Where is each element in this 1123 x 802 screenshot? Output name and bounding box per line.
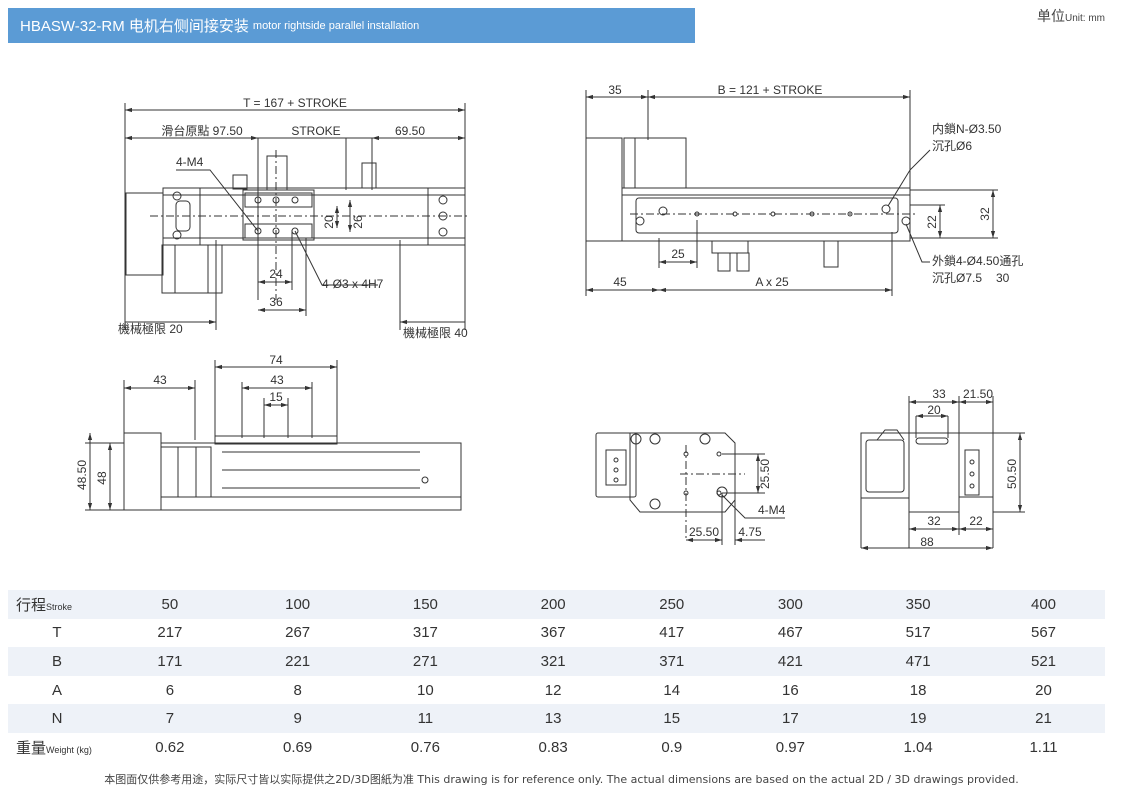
- title-bar: HBASW-32-RM 电机右侧间接安装 motor rightside par…: [8, 8, 695, 43]
- table-row-b: B 171 221 271 321 371 421 471 521: [8, 647, 1105, 676]
- dim-43-carriage: 43: [270, 373, 284, 387]
- dim-20-top: 20: [322, 215, 336, 229]
- dim-26-top: 26: [351, 215, 365, 229]
- dim-50-50: 50.50: [1005, 459, 1019, 489]
- dim-25-50-h: 25.50: [689, 525, 719, 539]
- dim-33: 33: [932, 387, 946, 401]
- dim-48: 48: [95, 471, 109, 485]
- dim-36: 36: [269, 295, 283, 309]
- dim-stroke: STROKE: [291, 124, 340, 138]
- dim-21-50: 21.50: [963, 387, 993, 401]
- end-view-middle-labels: 25.50 4-M4 25.50 4.75: [689, 459, 786, 539]
- page-title: HBASW-32-RM 电机右侧间接安装: [20, 18, 249, 35]
- dim-15: 15: [269, 390, 283, 404]
- dim-45: 45: [613, 275, 627, 289]
- front-view-labels: 74 43 15 43 48.50 48: [75, 353, 284, 490]
- dim-25: 25: [671, 247, 685, 261]
- spec-table: 行程Stroke 50 100 150 200 250 300 350 400 …: [8, 590, 1105, 762]
- row-label-b: B: [8, 647, 106, 676]
- dim-mech-limit-20: 機械極限 20: [118, 321, 183, 336]
- dim-25-50-v: 25.50: [758, 459, 772, 489]
- row-label-a: A: [51, 681, 62, 699]
- dim-b-total: B = 121 + STROKE: [718, 83, 823, 97]
- dim-outer-lock: 外鎖4-Ø4.50通孔: [932, 253, 1023, 268]
- row-label-n: N: [8, 704, 106, 733]
- dim-a-total: A x 25: [755, 275, 789, 289]
- dim-20-end: 20: [927, 403, 941, 417]
- dim-mech-limit-40: 機械極限 40: [403, 325, 468, 340]
- row-label-t: T: [52, 624, 62, 642]
- dim-inner-counterbore: 沉孔Ø6: [932, 139, 972, 153]
- dim-24: 24: [269, 267, 283, 281]
- end-view-middle: [595, 432, 785, 545]
- dim-inner-lock: 内鎖N-Ø3.50: [932, 121, 1002, 136]
- row-label-stroke: 行程Stroke: [8, 590, 106, 619]
- dim-69-50: 69.50: [395, 124, 425, 138]
- end-view-right: [860, 396, 1025, 551]
- dim-32-end: 32: [927, 514, 941, 528]
- table-row-t: T 217 267 317 367 417 467 517 567: [8, 619, 1105, 648]
- dim-outer-counterbore: 沉孔Ø7.5: [932, 271, 982, 285]
- dim-32-right: 32: [978, 207, 992, 221]
- side-view: [585, 90, 998, 296]
- technical-drawing: T = 167 + STROKE 滑台原點 97.50 STROKE 69.50…: [75, 83, 1025, 551]
- dim-88: 88: [920, 535, 934, 549]
- page-subtitle: motor rightside parallel installation: [252, 19, 420, 32]
- dim-74: 74: [269, 353, 283, 367]
- row-label-weight: 重量Weight (kg): [16, 739, 92, 757]
- dim-22-end: 22: [969, 514, 983, 528]
- dim-pin-holes: 4-Ø3 x 4H7: [322, 277, 384, 291]
- table-row-stroke: 行程Stroke 50 100 150 200 250 300 350 400: [8, 590, 1105, 619]
- dim-43-motor: 43: [153, 373, 167, 387]
- dim-4-75: 4.75: [738, 525, 762, 539]
- end-view-right-labels: 33 21.50 20 50.50 32 22 88: [920, 387, 1019, 549]
- table-row-n: N 7 9 11 13 15 17 19 21: [8, 704, 1105, 733]
- dim-slider-origin: 滑台原點 97.50: [161, 123, 243, 138]
- dim-48-50: 48.50: [75, 460, 89, 490]
- top-view-labels: T = 167 + STROKE 滑台原點 97.50 STROKE 69.50…: [118, 96, 468, 340]
- dim-35: 35: [608, 83, 622, 97]
- dim-t-total: T = 167 + STROKE: [243, 96, 347, 110]
- dim-4-m4-end: 4-M4: [758, 503, 786, 517]
- front-view: [85, 360, 462, 511]
- top-view: [124, 103, 470, 330]
- unit-label: 单位Unit: mm: [1037, 8, 1105, 24]
- dim-4-m4-top: 4-M4: [176, 155, 204, 169]
- footnote: 本图面仅供参考用途，实际尺寸皆以实际提供之2D/3D图紙为准 This draw…: [104, 773, 1019, 786]
- table-row-weight: 重量Weight (kg) 0.62 0.69 0.76 0.83 0.9 0.…: [8, 733, 1105, 762]
- side-view-labels: 35 B = 121 + STROKE 内鎖N-Ø3.50 沉孔Ø6 22 32…: [608, 83, 1023, 289]
- dim-22-right: 22: [925, 215, 939, 229]
- dim-outer-depth: 30: [996, 271, 1010, 285]
- table-row-a: A 6 8 10 12 14 16 18 20: [8, 676, 1105, 705]
